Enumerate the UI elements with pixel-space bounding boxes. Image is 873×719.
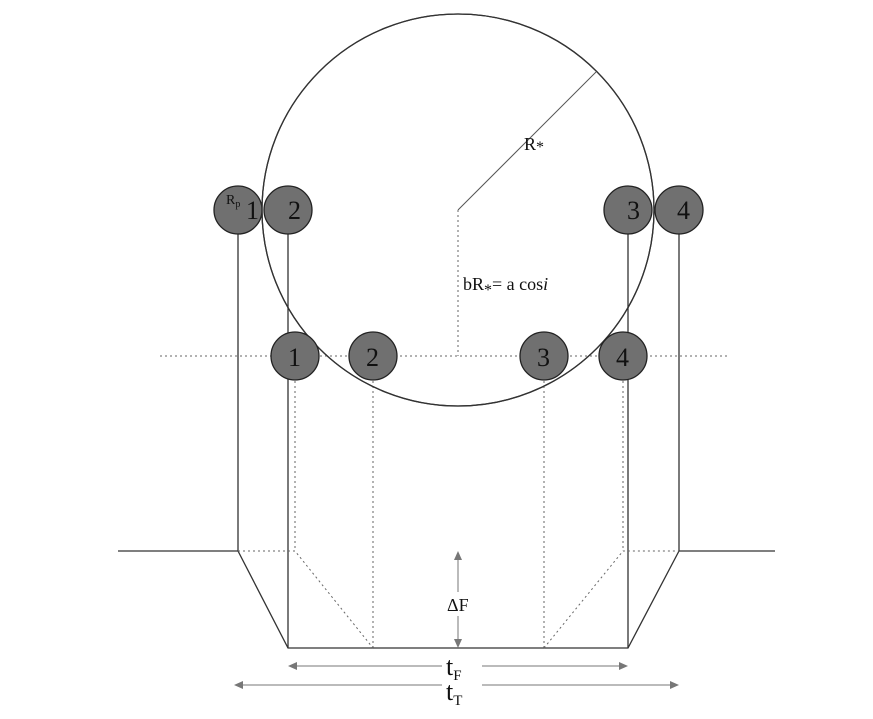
contact-label-2: 2 — [288, 196, 301, 225]
depth-label: ΔF — [447, 595, 469, 615]
planet-grazing-3 — [519, 331, 569, 381]
total-duration-label: tT — [446, 677, 462, 709]
depth-label-bg — [446, 592, 480, 616]
duration-label-bg — [442, 650, 482, 708]
star-outline — [261, 13, 655, 407]
grazing-label-1: 1 — [288, 343, 301, 372]
impact-parameter-label: bR*= a cosi — [463, 274, 548, 299]
contact-label-4: 4 — [677, 196, 690, 225]
planet-grazing-4 — [598, 331, 648, 381]
star-radius-line — [457, 71, 597, 211]
planet-contact-2 — [263, 185, 313, 235]
star-radius-label: R* — [524, 134, 544, 156]
flat-duration-label: tF — [446, 652, 462, 684]
depth-arrow-head-bottom — [454, 639, 462, 648]
planet-contact-4 — [654, 185, 704, 235]
total-arrow-head-left — [234, 681, 243, 689]
grazing-label-4: 4 — [616, 343, 629, 372]
flat-arrow-head-left — [288, 662, 297, 670]
depth-arrow-head-top — [454, 551, 462, 560]
light-curve-grazing-right — [543, 550, 679, 649]
contact-label-1: 1 — [246, 196, 259, 225]
grazing-label-2: 2 — [366, 343, 379, 372]
planet-grazing-1 — [270, 331, 320, 381]
planet-grazing-2 — [348, 331, 398, 381]
flat-arrow-head-right — [619, 662, 628, 670]
light-curve-grazing-left — [238, 550, 374, 649]
contact-label-3: 3 — [627, 196, 640, 225]
planet-radius-label: Rp — [226, 193, 240, 210]
grazing-label-3: 3 — [537, 343, 550, 372]
planet-contact-3 — [603, 185, 653, 235]
total-arrow-head-right — [670, 681, 679, 689]
